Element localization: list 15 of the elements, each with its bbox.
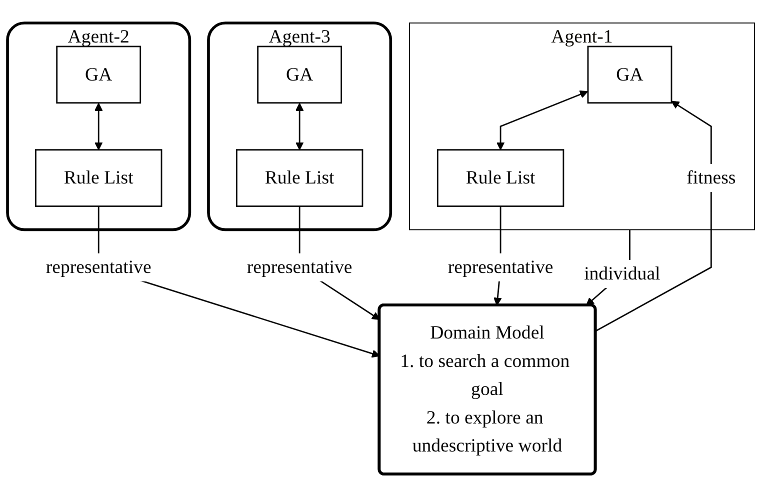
edge-label: individual bbox=[584, 264, 660, 284]
node-box: GA bbox=[587, 46, 672, 104]
edge-label: representative bbox=[246, 256, 352, 278]
node-box: GA bbox=[257, 46, 342, 104]
edge-label: representative bbox=[46, 256, 152, 278]
node-box: Rule List bbox=[436, 149, 564, 207]
arrow bbox=[94, 102, 103, 150]
node-box: GA bbox=[56, 46, 142, 104]
node-box: Rule List bbox=[35, 149, 162, 207]
edge-label: representative bbox=[448, 256, 554, 278]
arrow bbox=[295, 102, 304, 150]
arrow bbox=[595, 100, 712, 332]
edge-label: fitness bbox=[686, 168, 736, 188]
node-box: Rule List bbox=[236, 149, 364, 207]
arrow bbox=[496, 90, 588, 150]
